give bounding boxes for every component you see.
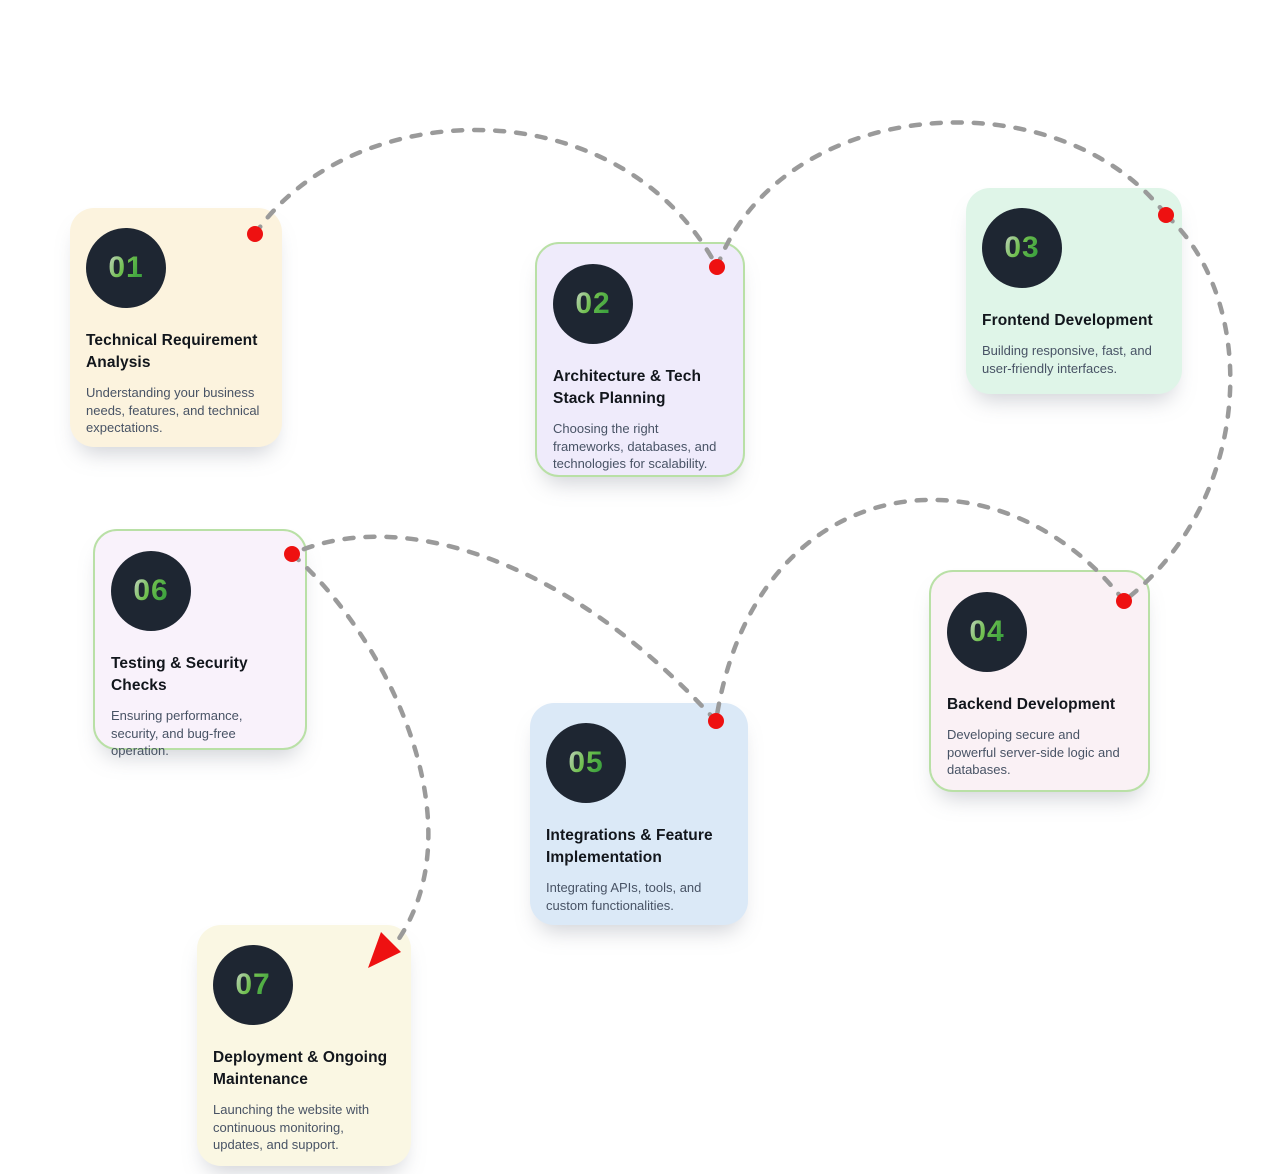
step-description: Launching the website with continuous mo… <box>213 1102 370 1153</box>
step-number: 06 <box>133 574 169 607</box>
step-number: 03 <box>1004 231 1040 264</box>
step-number-badge: 05 <box>546 723 626 803</box>
step-card-03: 03 Frontend Development Building respons… <box>966 188 1182 394</box>
step-number: 02 <box>575 287 611 320</box>
step-number-badge: 01 <box>86 228 166 308</box>
step-card-06: 06 Testing & Security Checks Ensuring pe… <box>93 529 307 758</box>
step-number-badge: 02 <box>553 264 633 344</box>
step-number: 01 <box>108 251 144 284</box>
step-number-badge: 07 <box>213 945 293 1025</box>
step-title: Integrations & Feature Implementation <box>546 827 713 866</box>
step-card-02: 02 Architecture & Tech Stack Planning Ch… <box>535 242 745 477</box>
step-title: Testing & Security Checks <box>111 655 248 694</box>
step-number-badge: 06 <box>111 551 191 631</box>
step-description: Developing secure and powerful server-si… <box>947 727 1120 778</box>
step-card-04: 04 Backend Development Developing secure… <box>929 570 1150 792</box>
step-title: Deployment & Ongoing Maintenance <box>213 1049 388 1088</box>
step-description: Understanding your business needs, featu… <box>86 385 260 436</box>
step-title: Architecture & Tech Stack Planning <box>553 368 702 407</box>
step-title: Frontend Development <box>982 312 1153 329</box>
step-number-badge: 04 <box>947 592 1027 672</box>
step-card-05: 05 Integrations & Feature Implementation… <box>530 703 748 925</box>
connector-curve-05-06 <box>289 534 719 724</box>
step-title: Backend Development <box>947 696 1116 713</box>
step-number: 07 <box>235 968 271 1001</box>
step-card-07: 07 Deployment & Ongoing Maintenance Laun… <box>197 925 411 1166</box>
step-description: Building responsive, fast, and user-frie… <box>982 343 1152 376</box>
step-description: Integrating APIs, tools, and custom func… <box>546 880 702 913</box>
step-card-01: 01 Technical Requirement Analysis Unders… <box>70 208 282 447</box>
connector-curve-06-07 <box>289 551 431 943</box>
step-number-badge: 03 <box>982 208 1062 288</box>
step-title: Technical Requirement Analysis <box>86 332 258 371</box>
step-number: 04 <box>969 615 1005 648</box>
step-description: Choosing the right frameworks, databases… <box>553 421 717 472</box>
step-description: Ensuring performance, security, and bug-… <box>111 708 243 759</box>
step-number: 05 <box>568 746 604 779</box>
